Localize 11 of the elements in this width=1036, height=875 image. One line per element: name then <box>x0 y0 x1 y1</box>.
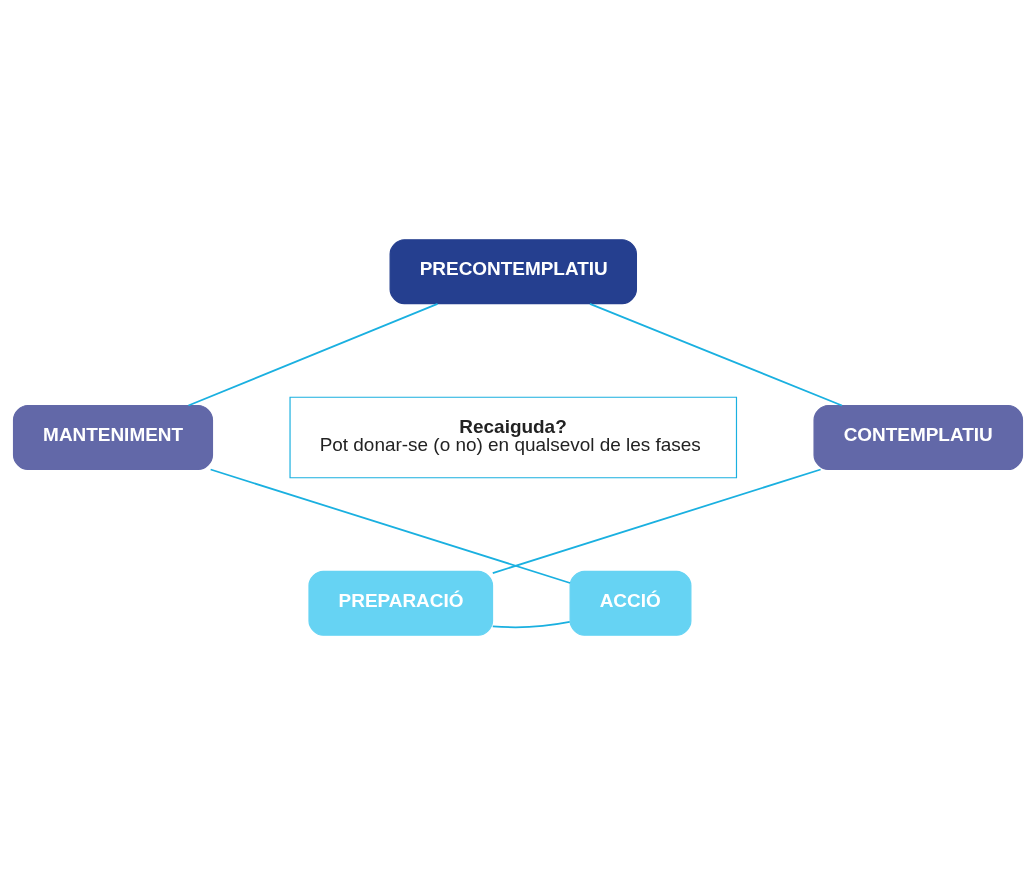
node-box: PREPARACIÓ <box>308 570 494 636</box>
node-box: PRECONTEMPLATIU <box>389 239 637 305</box>
connector <box>491 468 822 574</box>
node-box: CONTEMPLATIU <box>813 404 1024 471</box>
node-box: ACCIÓ <box>569 570 692 636</box>
connector <box>589 302 843 407</box>
connector <box>187 302 439 407</box>
connector <box>491 621 571 629</box>
node-box: MANTENIMENT <box>12 404 214 471</box>
connector <box>209 468 571 584</box>
node-box: Recaiguda? Pot donar-se (o no) en qualsevol de les fases <box>289 396 738 479</box>
